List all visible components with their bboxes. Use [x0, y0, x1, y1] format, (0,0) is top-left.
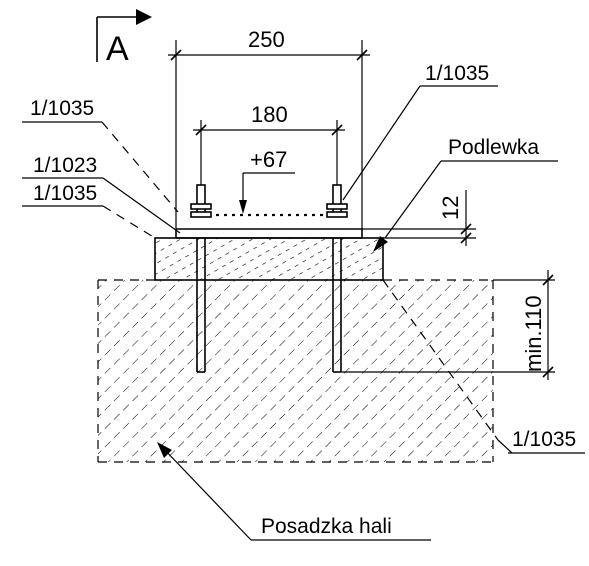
arrow-right-icon [136, 9, 152, 25]
level-label: +67 [250, 147, 287, 172]
ref-mid-left: 1/1023 [22, 154, 181, 234]
dimension-plate-width: 250 [168, 27, 370, 229]
section-cut-line [382, 279, 499, 441]
leader-arrow-icon [157, 442, 172, 458]
grout-layer [154, 237, 384, 281]
section-letter: A [106, 30, 129, 68]
anchor-bolt-right [326, 184, 348, 373]
grout-label: Podlewka [448, 136, 539, 159]
ref-mid-left-label: 1/1023 [33, 154, 97, 177]
dimension-min110-label: min.110 [521, 295, 546, 372]
dimension-bolt-spacing: 180 [193, 102, 345, 185]
grout-callout: Podlewka [373, 136, 558, 252]
dimension-180-label: 180 [251, 102, 288, 127]
ref-top-right: 1/1035 [342, 62, 498, 201]
floor-callout: Posadzka hali [157, 442, 431, 541]
ref-low-left-label: 1/1035 [33, 182, 97, 205]
ref-top-left: 1/1035 [22, 97, 179, 213]
base-plate [175, 213, 363, 239]
dimension-250-label: 250 [248, 27, 285, 52]
ref-bottom-right: 1/1035 [508, 428, 585, 454]
ref-low-left: 1/1035 [22, 182, 156, 239]
ref-top-left-label: 1/1035 [30, 97, 94, 120]
level-marker: +67 [239, 147, 295, 214]
leader-arrow-icon [373, 236, 388, 252]
ref-bottom-right-label: 1/1035 [512, 428, 576, 451]
section-mark: A [96, 9, 152, 68]
dimension-12-label: 12 [438, 196, 463, 220]
floor-slab [97, 279, 494, 463]
floor-label: Posadzka hali [261, 515, 392, 538]
dimension-grout-thickness: 12 [362, 190, 476, 246]
ref-top-right-label: 1/1035 [425, 62, 489, 85]
dimension-foundation-depth: min.110 [341, 270, 555, 380]
anchor-bolt-left [190, 184, 212, 373]
